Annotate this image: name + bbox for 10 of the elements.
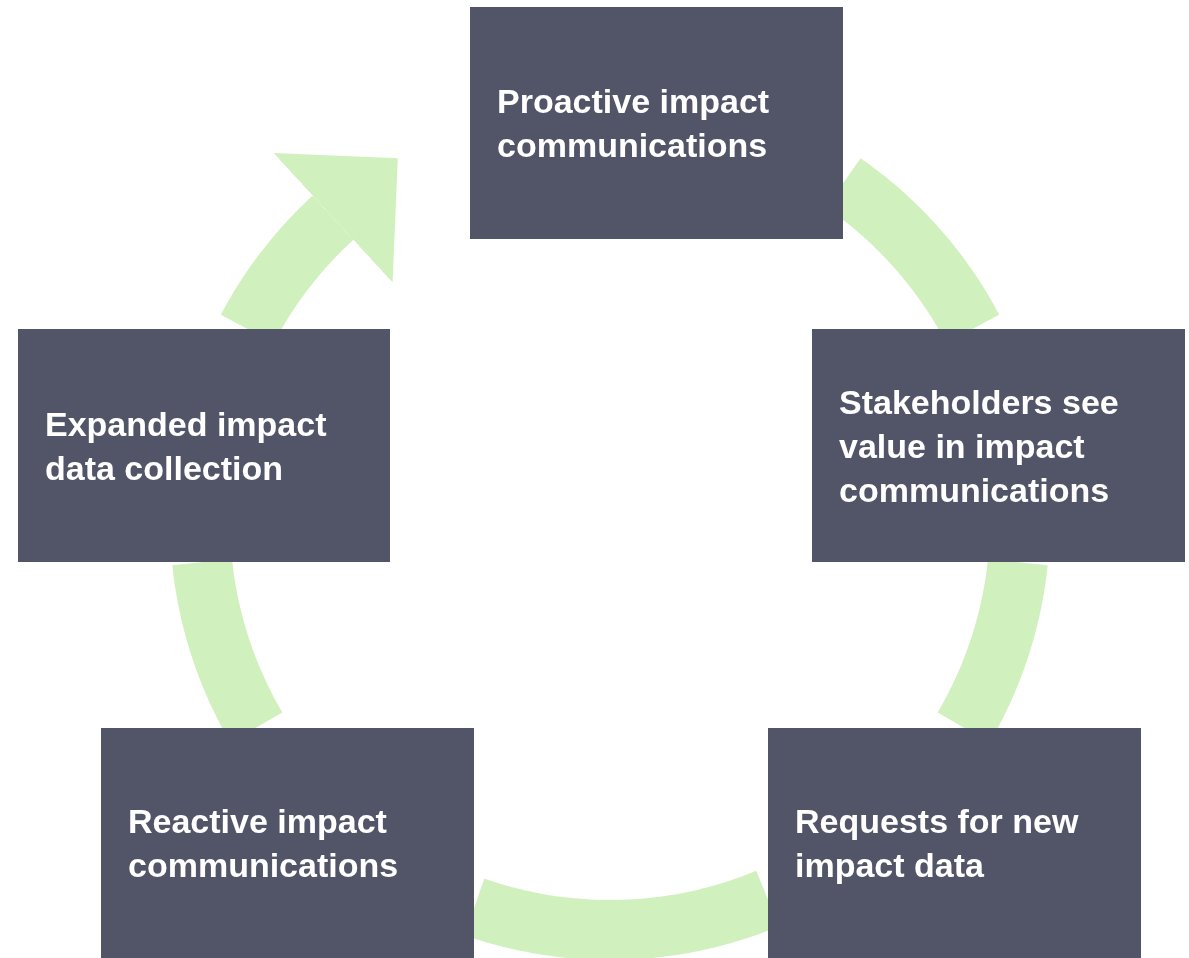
box-label: Requests for new impact data: [795, 801, 1080, 886]
process-box: [18, 329, 390, 562]
process-box: [470, 7, 843, 239]
process-box: [812, 329, 1185, 562]
box-label: Proactive impact communications: [497, 81, 771, 166]
box-label: Stakeholders see value in impact communications: [839, 381, 1120, 511]
process-box: [768, 728, 1141, 958]
box-label: Reactive impact communications: [128, 801, 400, 886]
process-box: [101, 728, 474, 958]
box-label: Expanded impact data collection: [45, 403, 328, 489]
